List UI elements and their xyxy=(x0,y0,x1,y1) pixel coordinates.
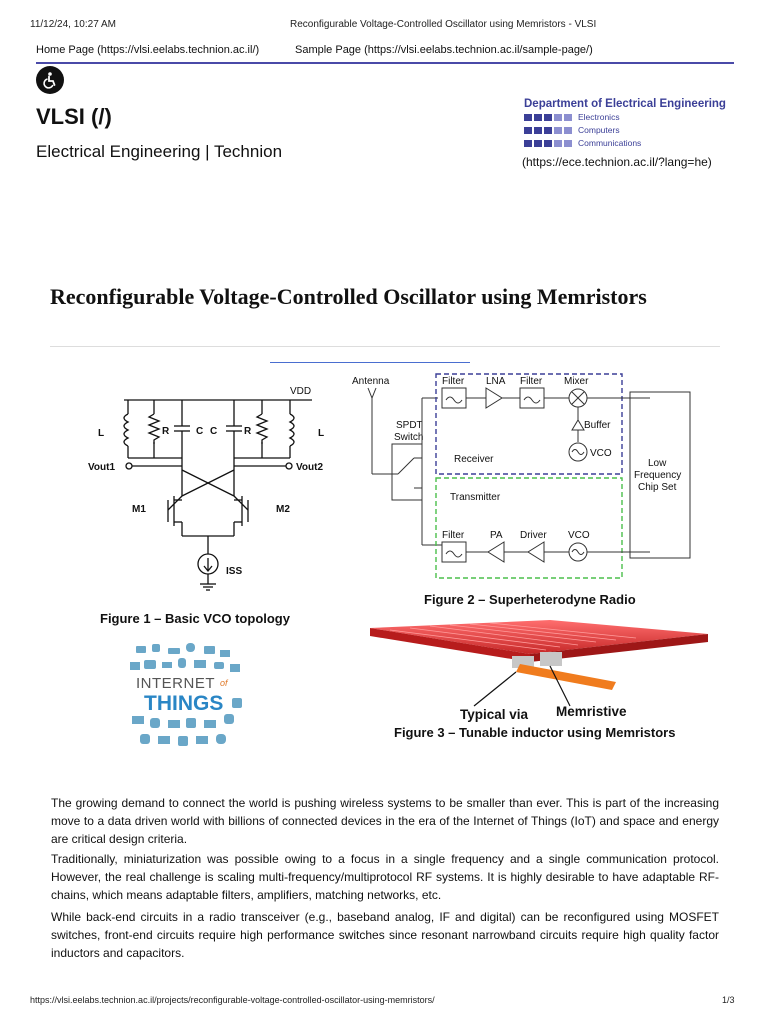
label-l-right: L xyxy=(318,428,324,439)
figure1-caption: Figure 1 – Basic VCO topology xyxy=(100,611,290,626)
label-chipset: Chip Set xyxy=(638,482,677,493)
iot-illustration: INTERNET of THINGS xyxy=(130,643,242,746)
label-c-right: C xyxy=(210,426,217,437)
figure3-label-typical-via: Typical via xyxy=(460,707,529,722)
label-spdt: SPDT xyxy=(396,420,423,431)
department-row-communications: Communications xyxy=(524,137,739,149)
label-lna: LNA xyxy=(486,376,506,387)
accessibility-icon[interactable] xyxy=(36,66,64,94)
title-divider xyxy=(50,346,720,347)
paragraph-2: Traditionally, miniaturization was possi… xyxy=(51,852,719,902)
department-row-label: Electronics xyxy=(578,112,620,122)
paragraph-1: The growing demand to connect the world … xyxy=(51,796,719,846)
footer-page-number: 1/3 xyxy=(722,995,735,1005)
department-logo[interactable]: Department of Electrical Engineering Ele… xyxy=(524,98,739,149)
figure-top-rule xyxy=(270,362,470,363)
department-row-label: Communications xyxy=(578,138,642,148)
label-r-right: R xyxy=(244,426,252,437)
label-receiver: Receiver xyxy=(454,454,494,465)
footer-url: https://vlsi.eelabs.technion.ac.il/proje… xyxy=(30,995,435,1005)
label-vout1: Vout1 xyxy=(88,462,115,473)
label-vco-rx: VCO xyxy=(590,448,612,459)
label-mixer: Mixer xyxy=(564,376,589,387)
label-transmitter: Transmitter xyxy=(450,492,501,503)
nav-home-link[interactable]: Home Page (https://vlsi.eelabs.technion.… xyxy=(36,44,260,56)
figure2-radio-diagram: Antenna SPDT Switch Filter LNA Filter Mi… xyxy=(352,373,691,579)
iot-word-of: of xyxy=(220,678,229,688)
department-name: Department of Electrical Engineering xyxy=(524,98,726,110)
label-vdd: VDD xyxy=(290,386,311,397)
figure3-label-memristive: Memristive xyxy=(556,704,627,719)
label-frequency: Frequency xyxy=(634,470,681,481)
department-row-computers: Computers xyxy=(524,124,739,136)
figure1-vco-schematic: VDD L R C C R L Vout1 Vout2 M1 M2 ISS xyxy=(88,386,324,591)
iot-word-internet: INTERNET xyxy=(136,675,215,692)
label-antenna: Antenna xyxy=(352,376,390,387)
figure2-caption: Figure 2 – Superheterodyne Radio xyxy=(424,592,636,607)
article-title: Reconfigurable Voltage-Controlled Oscill… xyxy=(50,284,647,309)
site-subtitle: Electrical Engineering | Technion xyxy=(36,142,283,161)
label-iss: ISS xyxy=(226,566,242,577)
department-row-electronics: Electronics xyxy=(524,111,739,123)
site-title-link[interactable]: VLSI (/) xyxy=(36,104,112,129)
label-filter-tx: Filter xyxy=(442,530,465,541)
iot-word-things: THINGS xyxy=(144,692,223,715)
nav-sample-link[interactable]: Sample Page (https://vlsi.eelabs.technio… xyxy=(295,44,593,56)
department-row-label: Computers xyxy=(578,125,620,135)
label-filter-rx1: Filter xyxy=(442,376,465,387)
label-vout2: Vout2 xyxy=(296,462,323,473)
department-url-link[interactable]: (https://ece.technion.ac.il/?lang=he) xyxy=(522,155,712,169)
print-datetime: 11/12/24, 10:27 AM xyxy=(30,19,116,30)
nav-divider xyxy=(36,62,734,64)
label-driver: Driver xyxy=(520,530,547,541)
label-m2: M2 xyxy=(276,504,290,515)
label-vco-tx: VCO xyxy=(568,530,590,541)
label-filter-rx2: Filter xyxy=(520,376,543,387)
figure3-caption: Figure 3 – Tunable inductor using Memris… xyxy=(394,725,676,740)
label-m1: M1 xyxy=(132,504,146,515)
paragraph-3: While back-end circuits in a radio trans… xyxy=(51,910,719,960)
label-pa: PA xyxy=(490,530,503,541)
print-page-title: Reconfigurable Voltage-Controlled Oscill… xyxy=(290,19,597,30)
label-switch: Switch xyxy=(394,432,423,443)
figure3-inductor-render xyxy=(370,620,708,707)
label-low: Low xyxy=(648,458,667,469)
label-r-left: R xyxy=(162,426,170,437)
label-buffer: Buffer xyxy=(584,420,611,431)
label-l-left: L xyxy=(98,428,104,439)
label-c-left: C xyxy=(196,426,203,437)
